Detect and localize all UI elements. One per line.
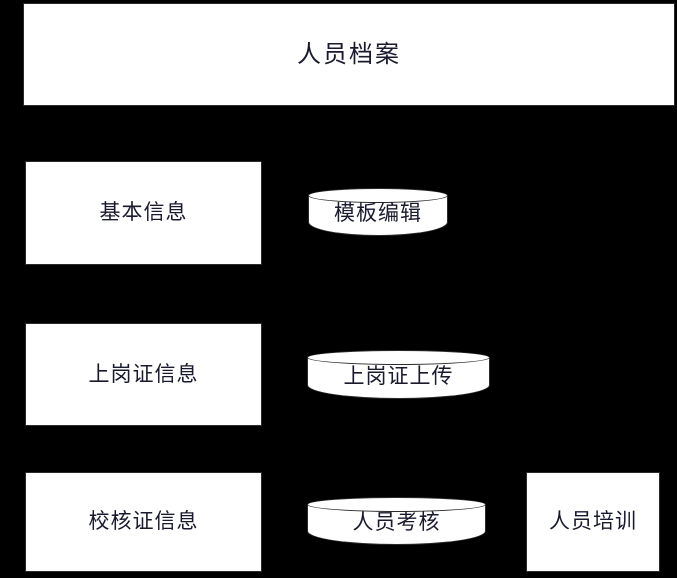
- node-personnel-training[interactable]: 人员培训: [526, 472, 660, 572]
- node-calibration-info[interactable]: 校核证信息: [25, 472, 262, 572]
- node-label: 上岗证上传: [343, 363, 454, 388]
- node-template-edit[interactable]: 模板编辑: [308, 188, 448, 236]
- node-label: 人员档案: [297, 40, 401, 69]
- node-personnel-archive[interactable]: 人员档案: [23, 3, 675, 106]
- node-label: 上岗证信息: [88, 361, 199, 386]
- node-work-permit-upload[interactable]: 上岗证上传: [307, 350, 490, 399]
- cylinder-top-ellipse: [308, 188, 448, 203]
- node-label: 人员培训: [549, 509, 637, 534]
- node-work-permit-info[interactable]: 上岗证信息: [25, 323, 262, 426]
- node-label: 校核证信息: [88, 509, 199, 534]
- node-basic-info[interactable]: 基本信息: [25, 161, 262, 265]
- node-label: 人员考核: [352, 510, 441, 534]
- node-personnel-assessment[interactable]: 人员考核: [307, 497, 486, 545]
- node-label: 基本信息: [99, 200, 188, 225]
- node-label: 模板编辑: [334, 201, 422, 225]
- cylinder-top-ellipse: [307, 350, 490, 365]
- cylinder-top-ellipse: [307, 497, 486, 512]
